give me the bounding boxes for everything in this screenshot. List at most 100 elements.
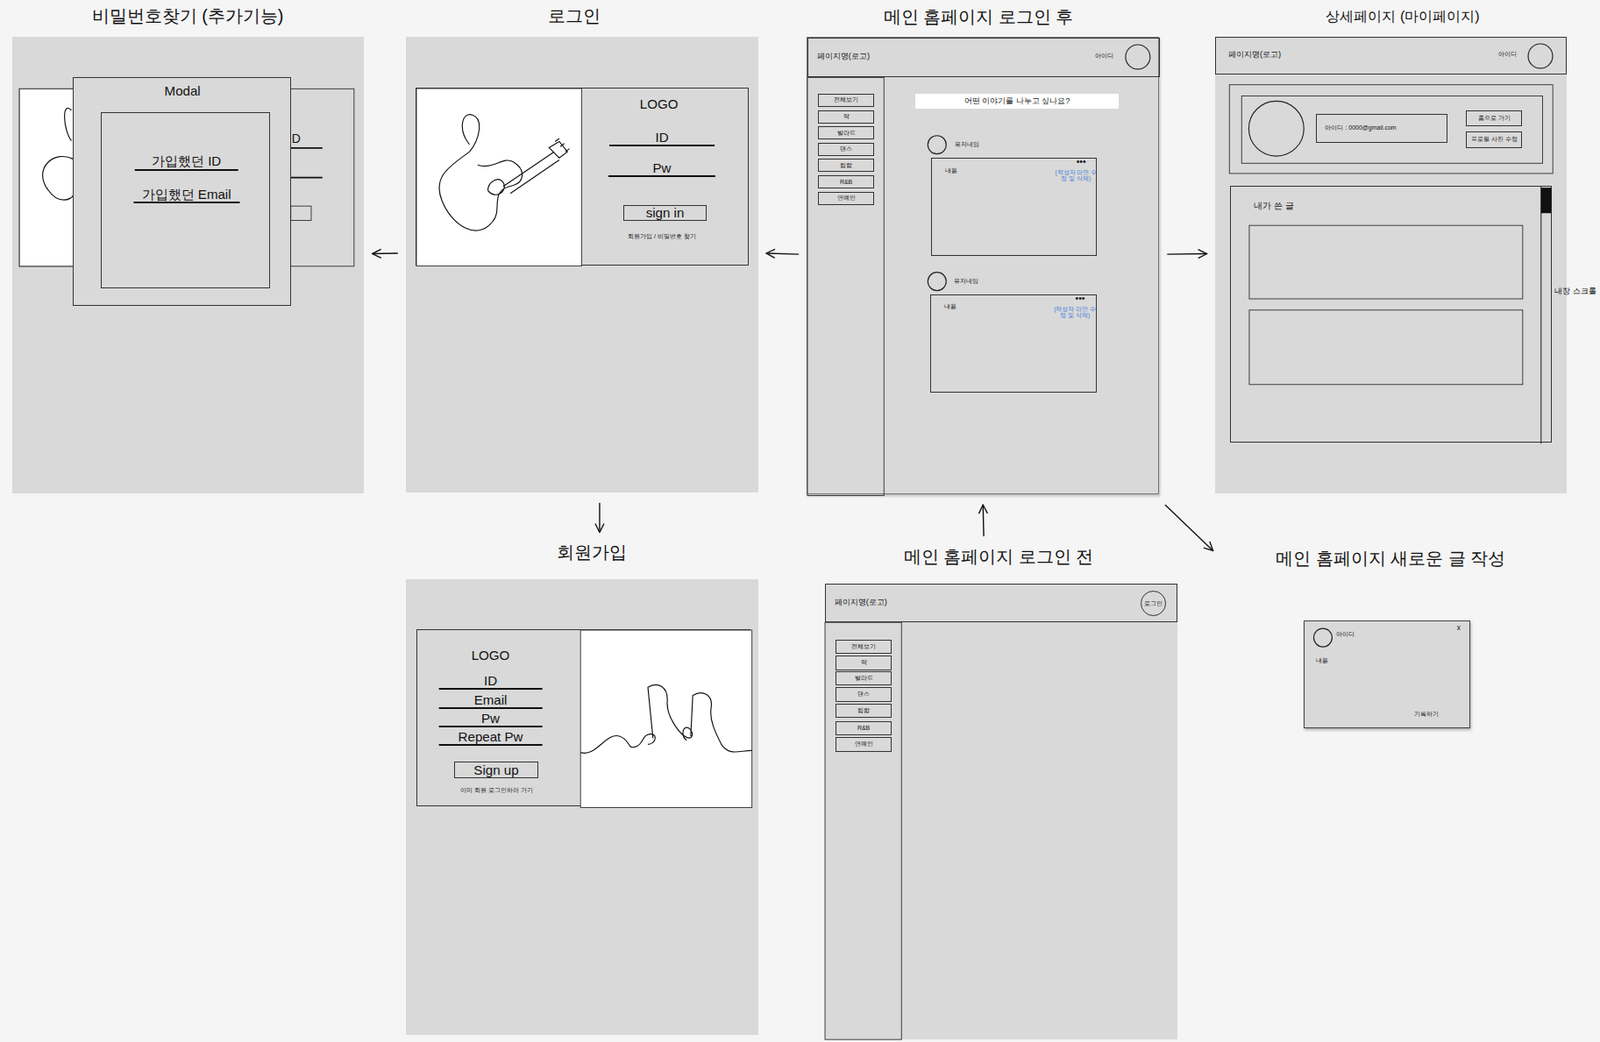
search-bar: 어떤 이야기를 나누고 싶나요? xyxy=(915,93,1120,109)
text-label: 어떤 이야기를 나누고 싶나요? xyxy=(964,96,1071,107)
text-label: 발라드 xyxy=(854,675,874,683)
wireframe-drawing xyxy=(416,88,751,266)
text-label: 내용 xyxy=(1315,657,1329,664)
new-post-modal: 아이디내용x기록하기 xyxy=(1303,620,1471,729)
text-label: 내가 쓴 글 xyxy=(1253,200,1295,212)
text-label: 로그인 xyxy=(547,6,601,27)
info-box: 아이디 : 0000@gmail.com xyxy=(1315,113,1448,143)
text-label: 로그인 xyxy=(1144,600,1163,607)
category-button: 락 xyxy=(835,655,892,670)
text-label: 전체보기 xyxy=(851,643,876,651)
text-label: 페이지명(로고) xyxy=(817,51,870,62)
category-button: 락 xyxy=(817,110,875,124)
text-label: LOGO xyxy=(471,647,511,663)
modal-box: Modal 가입했던 ID가입했던 Email xyxy=(72,77,292,306)
text-label: 이미 회원 로그인하러 가기 xyxy=(460,787,533,794)
text-label: sign in xyxy=(646,205,685,221)
text-label: 내용 xyxy=(945,167,958,174)
text-label: 프로필 사진 수정 xyxy=(1471,135,1518,143)
category-button: R&B xyxy=(817,175,875,189)
post-card: 유저네임내용•••(작성자 라면 수정 및 삭제) xyxy=(931,157,1097,256)
text-label: 페이지명(로고) xyxy=(834,597,888,608)
category-button: 연예인 xyxy=(817,192,875,206)
wireframe-drawing xyxy=(1215,36,1567,494)
form-box: 가입했던 ID가입했던 Email xyxy=(100,112,271,289)
text-label: ••• xyxy=(1076,156,1087,168)
wireframe-drawing xyxy=(824,583,1177,1040)
note-label: 내장 스크롤 xyxy=(1554,285,1597,298)
text-label: (작성자 라면 수정 및 삭제) xyxy=(1052,305,1098,320)
text-label: 가입했던 ID xyxy=(134,153,239,171)
text-label: LOGO xyxy=(640,96,679,112)
header-bar: 페이지명(로고) 아이디 xyxy=(807,37,1160,78)
text-label: ••• xyxy=(1075,293,1086,305)
wireframe-drawing xyxy=(1230,186,1553,444)
category-button: 연예인 xyxy=(835,737,892,752)
category-button: 전체보기 xyxy=(835,640,892,655)
flow-arrow xyxy=(372,252,399,255)
flow-arrow xyxy=(1166,253,1207,256)
post-list: 내가 쓴 글 xyxy=(1230,185,1552,443)
text-label: 락 xyxy=(843,113,850,121)
flow-arrow xyxy=(766,253,799,255)
flow-arrow xyxy=(598,503,600,534)
note-label: D xyxy=(291,131,301,146)
category-button: 발라드 xyxy=(817,126,875,140)
text-label: ID xyxy=(438,673,543,690)
text-label: 아이디 xyxy=(1336,631,1355,638)
screen-panel: 메인 홈페이지 로그인 전페이지명(로고)로그인전체보기락발라드댄스힙합R&B연… xyxy=(824,583,1177,1040)
category-button: 전체보기 xyxy=(817,93,875,107)
text-label: 유저네임 xyxy=(953,277,979,285)
text-label: 회원가입 xyxy=(556,542,627,563)
text-label: 메인 홈페이지 로그인 후 xyxy=(883,7,1074,28)
text-label: 연예인 xyxy=(837,194,856,202)
text-label: R&B xyxy=(857,725,870,733)
text-label: (작성자 라면 수정 및 삭제) xyxy=(1053,169,1099,183)
text-label: 메인 홈페이지 새로운 글 작성 xyxy=(1275,548,1506,569)
text-label: Repeat Pw xyxy=(438,729,543,747)
button: Sign up xyxy=(454,761,540,779)
text-label: 아이디 xyxy=(1095,52,1114,60)
text-label: x xyxy=(1457,624,1461,633)
wireframe-drawing xyxy=(1304,621,1472,730)
text-label: Modal xyxy=(164,83,201,99)
category-button: 발라드 xyxy=(835,671,892,686)
text-label: 유저네임 xyxy=(954,141,980,148)
header-bar: 페이지명(로고) 아이디 xyxy=(1215,36,1567,75)
text-label: 회원가입 / 비밀번호 찾기 xyxy=(627,233,697,241)
text-label: 상세페이지 (마이페이지) xyxy=(1325,7,1480,25)
flow-arrow xyxy=(982,504,985,537)
button: 홈으로 가기 xyxy=(1465,110,1522,128)
login-button: 로그인 xyxy=(1140,590,1167,617)
button: sign in xyxy=(623,205,707,222)
text-label: Pw xyxy=(608,160,716,178)
text-label: 전체보기 xyxy=(833,96,859,104)
category-button: 힙합 xyxy=(835,704,892,719)
button: 프로필 사진 수정 xyxy=(1465,131,1522,149)
text-label: 내용 xyxy=(944,303,957,310)
text-label: 연예인 xyxy=(854,740,874,748)
text-label: 아이디 xyxy=(1498,50,1517,58)
text-label: Pw xyxy=(438,711,543,728)
screen-panel: 메인 홈페이지 새로운 글 작성아이디내용x기록하기 xyxy=(1215,548,1567,1036)
login-card: LOGOIDPw회원가입 / 비밀번호 찾기sign in xyxy=(415,87,750,265)
wireframe-drawing xyxy=(417,630,753,808)
text-label: 댄스 xyxy=(839,145,853,153)
text-label: Email xyxy=(438,692,543,710)
text-label: 아이디 : 0000@gmail.com xyxy=(1324,124,1396,132)
text-label: 페이지명(로고) xyxy=(1228,49,1281,60)
text-label: Sign up xyxy=(473,762,519,778)
screen-panel: 비밀번호찾기 (추가기능)Modal가입했던 ID가입했던 Email xyxy=(12,36,364,494)
screen-panel: 상세페이지 (마이페이지)페이지명(로고)아이디아이디 : 0000@gmail… xyxy=(1215,36,1567,494)
text-label: 힙합 xyxy=(857,707,870,715)
text-label: R&B xyxy=(839,178,853,186)
header-bar: 페이지명(로고) 로그인 xyxy=(824,583,1177,623)
text-label: 댄스 xyxy=(857,690,870,698)
text-label: 비밀번호찾기 (추가기능) xyxy=(92,6,285,27)
flow-arrow xyxy=(1165,504,1214,551)
screen-panel: 로그인LOGOIDPw회원가입 / 비밀번호 찾기sign in xyxy=(405,36,758,493)
text-label: 발라드 xyxy=(837,129,856,137)
category-button: 댄스 xyxy=(817,142,875,157)
text-label: 힙합 xyxy=(839,162,853,170)
